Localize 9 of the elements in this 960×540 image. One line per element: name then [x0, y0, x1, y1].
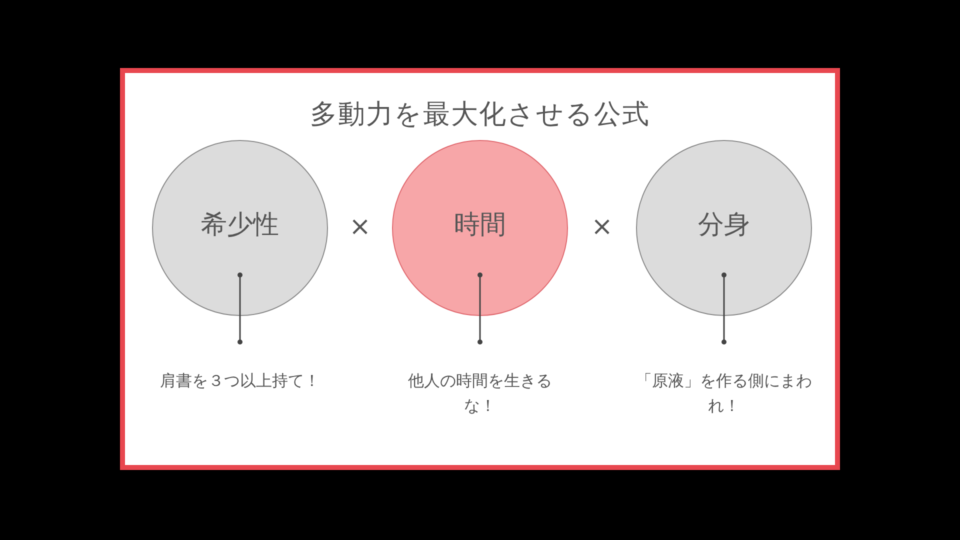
- leader-line: [238, 272, 242, 344]
- caption-text: 「原液」を作る側にまわれ！: [624, 368, 824, 418]
- caption-text: 肩書を３つ以上持て！: [155, 368, 325, 393]
- multiply-sign: ×: [348, 212, 372, 242]
- title: 多動力を最大化させる公式: [309, 98, 651, 132]
- caption-text: 他人の時間を生きるな！: [395, 368, 565, 418]
- multiply-sign: ×: [590, 212, 614, 242]
- leader-line: [722, 272, 726, 344]
- leader-line: [478, 272, 482, 344]
